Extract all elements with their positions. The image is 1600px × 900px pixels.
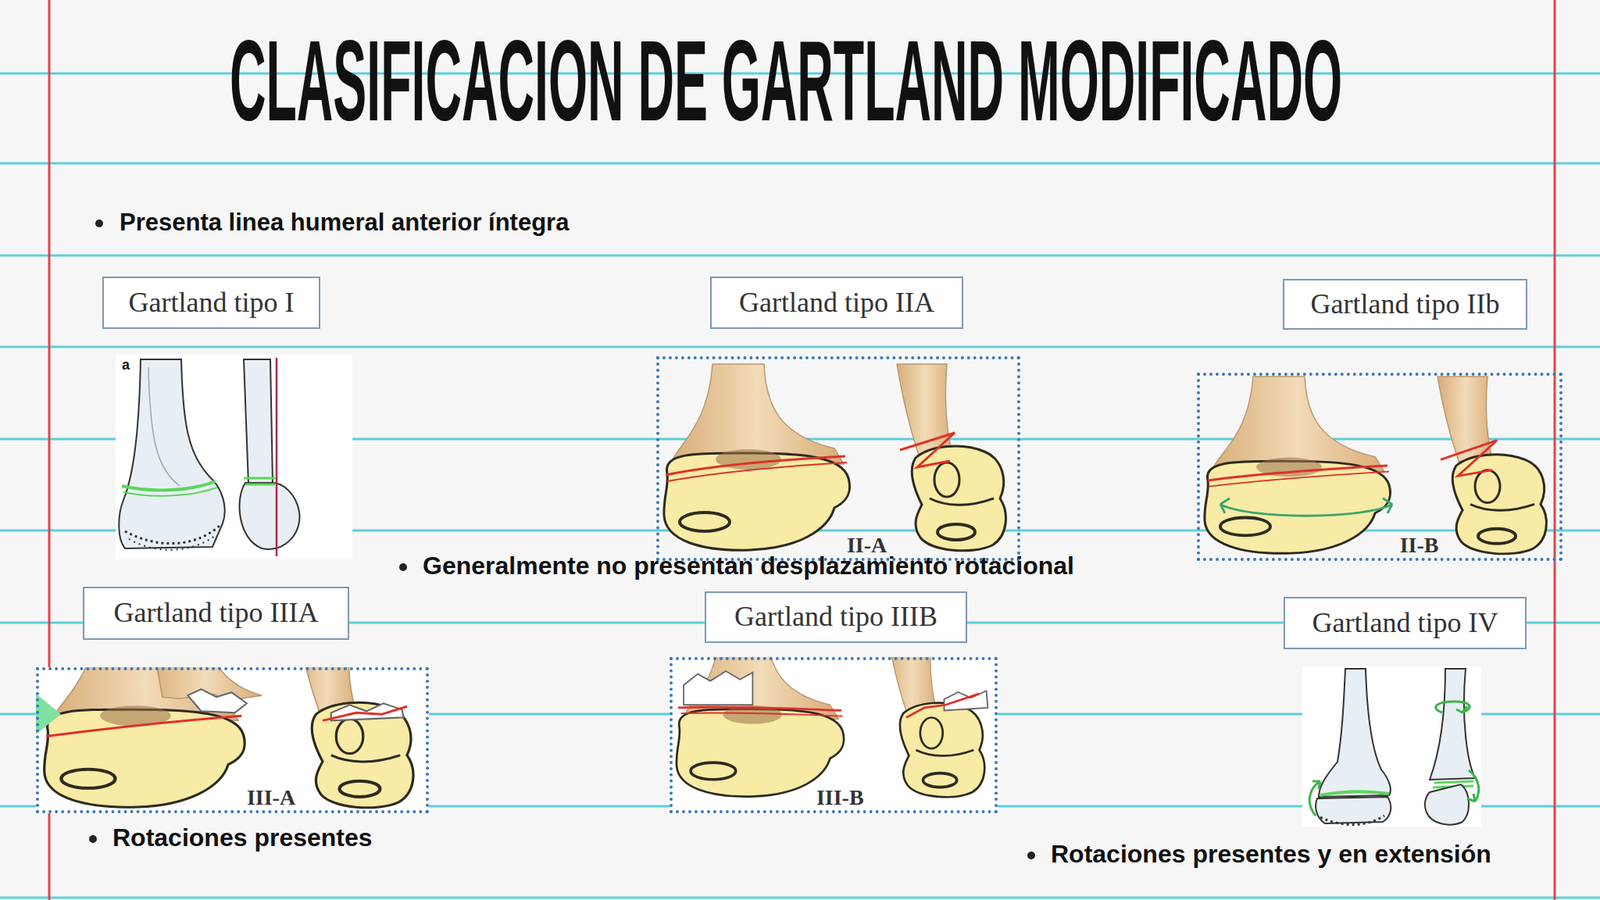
ruled-line	[0, 254, 1600, 258]
figure-label: III-A	[246, 786, 296, 809]
image-background	[1302, 666, 1482, 827]
page-title: CLASIFICACION DE GARTLAND MODIFICADO	[229, 24, 1343, 139]
note-text: Rotaciones presentes	[112, 825, 373, 850]
humerus-front	[118, 359, 225, 549]
note-text: Rotaciones presentes y en extensión	[1050, 841, 1492, 867]
cartilage-dots	[125, 525, 221, 544]
arrow-head	[1467, 793, 1475, 802]
bullet	[95, 219, 104, 228]
humerus-lateral	[1437, 376, 1547, 554]
anterior-humeral-line	[275, 357, 279, 557]
type-label: Gartland tipo IIIA	[114, 597, 319, 629]
humerus-lateral	[243, 359, 273, 485]
rotation-arrow	[1309, 781, 1321, 816]
humerus-front	[44, 620, 246, 808]
type-label: Gartland tipo IIb	[1310, 289, 1500, 321]
arrow-head	[1220, 498, 1230, 514]
type-label: Gartland tipo I	[128, 287, 295, 319]
ruled-line	[0, 896, 1600, 900]
image-background	[115, 354, 353, 560]
type-i-drawing	[115, 354, 353, 560]
bullets	[89, 219, 1036, 860]
arrow-head	[1312, 781, 1321, 790]
humerus-lateral	[896, 364, 1006, 551]
type-iv-drawing	[1302, 666, 1482, 827]
illustration-frame: II-B	[1196, 372, 1563, 561]
type-label-box: Gartland tipo IIb	[1282, 278, 1528, 330]
humerus-lateral	[295, 620, 413, 808]
fracture-line	[1440, 440, 1497, 477]
type-label: Gartland tipo IIIB	[734, 601, 938, 633]
fracture-line	[678, 707, 842, 711]
type-label-box: Gartland tipo I	[102, 276, 321, 329]
note-text: Generalmente no presentan desplazamiento…	[422, 553, 1075, 579]
figure-label: III-B	[816, 786, 865, 809]
type-label: Gartland tipo IV	[1312, 607, 1499, 640]
type-label-box: Gartland tipo IIIA	[82, 586, 350, 640]
physis-line	[243, 478, 275, 485]
type-iiia-drawing	[35, 612, 429, 814]
fracture-line	[680, 712, 843, 716]
capitellum	[1425, 784, 1469, 825]
type-label-box: Gartland tipo IIIB	[704, 591, 968, 643]
illustration-frame: III-B	[669, 657, 998, 814]
bullet	[89, 835, 97, 843]
fracture-line	[900, 432, 955, 468]
type-iia-drawing	[664, 364, 1007, 551]
rotation-arrow	[1220, 503, 1393, 516]
arrow-head	[1382, 498, 1393, 514]
humerus-front	[664, 364, 850, 550]
ruled-line	[0, 162, 1600, 165]
note-text: Presenta linea humeral anterior íntegra	[119, 210, 569, 235]
ruled-line	[0, 346, 1600, 349]
illustration-frame: II-A	[656, 356, 1021, 561]
type-label-box: Gartland tipo IV	[1283, 596, 1527, 650]
humerus-front	[676, 628, 844, 797]
fracture-line	[665, 456, 846, 475]
cartilage-dots	[1320, 815, 1385, 825]
fracture-line	[46, 715, 242, 736]
fracture-line	[322, 706, 408, 721]
cartilage-dots	[128, 535, 215, 550]
bone-fragment	[683, 671, 753, 705]
type-iiib-drawing	[669, 628, 998, 814]
type-iib-drawing	[1204, 376, 1547, 554]
play-marker	[35, 693, 61, 735]
humerus-lateral	[886, 628, 986, 797]
humerus-front	[1318, 668, 1391, 797]
figure-label: II-B	[1400, 534, 1440, 557]
bullet	[1027, 851, 1036, 860]
humerus-lateral	[1429, 668, 1475, 780]
bone-contour	[148, 367, 180, 486]
illustration-frame: III-A	[35, 667, 429, 814]
fracture-line	[1209, 471, 1390, 487]
fracture-line	[667, 462, 847, 482]
notebook-lines	[0, 73, 1600, 898]
margin-line	[1553, 0, 1557, 900]
bone-fragment	[944, 690, 989, 711]
humerus-front	[1204, 376, 1391, 554]
physis-line	[121, 481, 216, 490]
capitellum	[239, 482, 300, 550]
fracture-line	[906, 693, 980, 718]
bullet	[399, 563, 408, 572]
figure-letter: a	[121, 357, 130, 372]
type-label: Gartland tipo IIA	[739, 287, 935, 319]
bone-fragment	[187, 689, 247, 713]
type-label-box: Gartland tipo IIA	[710, 276, 964, 329]
arrow-head	[1456, 706, 1468, 713]
physis-line	[123, 487, 218, 497]
rotation-arrow	[1435, 701, 1470, 713]
physis-line	[1320, 791, 1390, 796]
